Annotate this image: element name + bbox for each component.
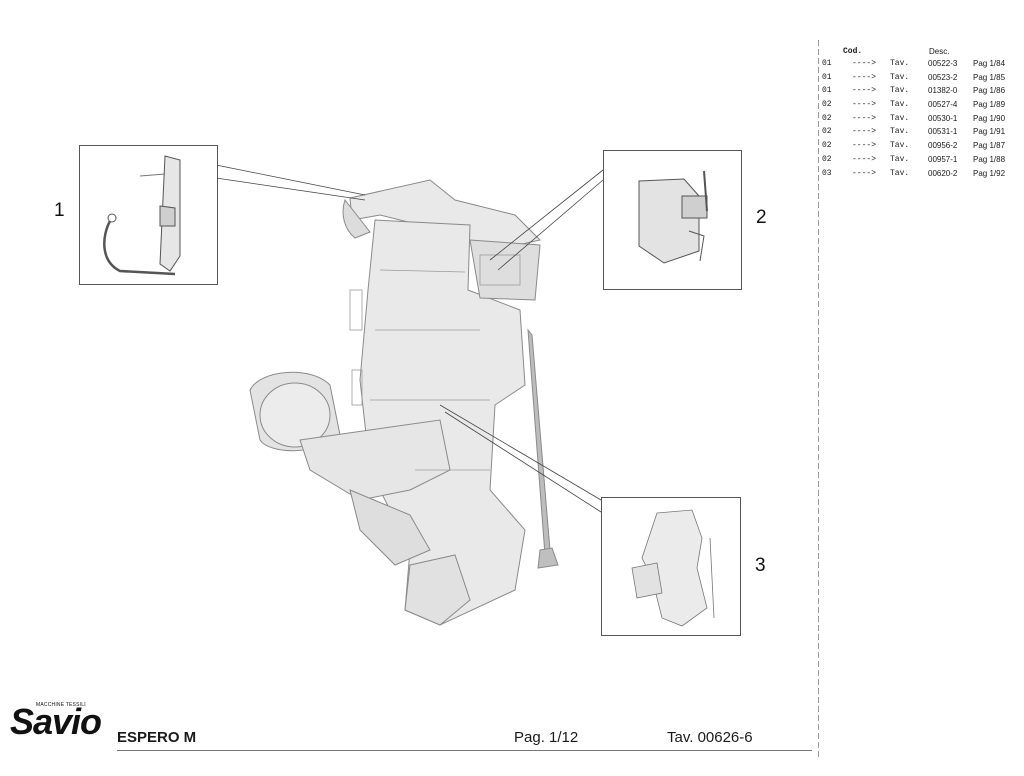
model-name: ESPERO M (117, 729, 197, 746)
row-number: 00523-2 (928, 72, 958, 82)
row-page: Pag 1/85 (973, 72, 1006, 82)
callout-number-1: 1 (54, 200, 65, 221)
row-page: Pag 1/90 (973, 113, 1006, 123)
detail-box-3 (601, 497, 741, 636)
row-number: 00620-2 (928, 168, 958, 178)
row-arrow: ----> (852, 72, 877, 82)
row-page: Pag 1/91 (973, 127, 1006, 137)
row-tav: Tav. (890, 127, 910, 137)
row-tav: Tav. (890, 72, 910, 82)
row-number: 00531-1 (928, 127, 958, 137)
row-page: Pag 1/88 (973, 154, 1006, 164)
row-number: 01382-0 (928, 86, 958, 96)
row-page: Pag 1/89 (973, 100, 1006, 110)
row-number: 00956-2 (928, 141, 958, 151)
footer-rule (117, 750, 812, 751)
row-arrow: ----> (852, 141, 877, 151)
row-arrow: ----> (852, 127, 877, 137)
row-code: 03 (822, 168, 832, 178)
detail-1-drawing (103, 155, 181, 276)
row-code: 02 (822, 127, 832, 137)
row-page: Pag 1/92 (973, 168, 1006, 178)
row-page: Pag 1/87 (973, 141, 1006, 151)
row-tav: Tav. (890, 154, 910, 164)
detail-box-2 (603, 150, 742, 290)
detail-3-drawing (631, 509, 715, 627)
row-arrow: ----> (852, 86, 877, 96)
savio-logo: MACCHINE TESSILI Savio (10, 701, 102, 742)
row-arrow: ----> (852, 100, 877, 110)
row-number: 00957-1 (928, 154, 958, 164)
row-code: 01 (822, 86, 832, 96)
row-tav: Tav. (890, 141, 910, 151)
row-tav: Tav. (890, 100, 910, 110)
row-code: 02 (822, 113, 832, 123)
callout-number-3: 3 (755, 555, 766, 576)
row-page: Pag 1/86 (973, 86, 1006, 96)
logo-wordmark: Savio (10, 701, 102, 742)
header-code: Cod. (843, 47, 863, 56)
row-code: 02 (822, 141, 832, 151)
column-divider (818, 40, 819, 758)
row-code: 01 (822, 72, 832, 82)
row-code: 02 (822, 100, 832, 110)
detail-box-1 (79, 145, 218, 285)
row-code: 01 (822, 59, 832, 68)
row-tav: Tav. (890, 59, 910, 68)
page-number: Pag. 1/12 (514, 729, 579, 746)
logo-tagline: MACCHINE TESSILI (36, 702, 86, 708)
detail-2-drawing (638, 170, 708, 264)
row-tav: Tav. (890, 86, 910, 96)
row-number: 00530-1 (928, 113, 958, 123)
callout-number-2: 2 (756, 207, 767, 228)
row-arrow: ----> (852, 154, 877, 164)
row-tav: Tav. (890, 168, 910, 178)
row-arrow: ----> (852, 113, 877, 123)
table-reference: Tav. 00626-6 (667, 729, 753, 746)
row-number: 00527-4 (928, 100, 958, 110)
header-desc: Desc. (929, 47, 950, 56)
row-arrow: ----> (852, 168, 877, 178)
row-code: 02 (822, 154, 832, 164)
row-arrow: ----> (852, 59, 877, 68)
row-number: 00522-3 (928, 59, 958, 68)
assembly-drawing (249, 179, 559, 626)
row-tav: Tav. (890, 113, 910, 123)
row-page: Pag 1/84 (973, 59, 1006, 68)
